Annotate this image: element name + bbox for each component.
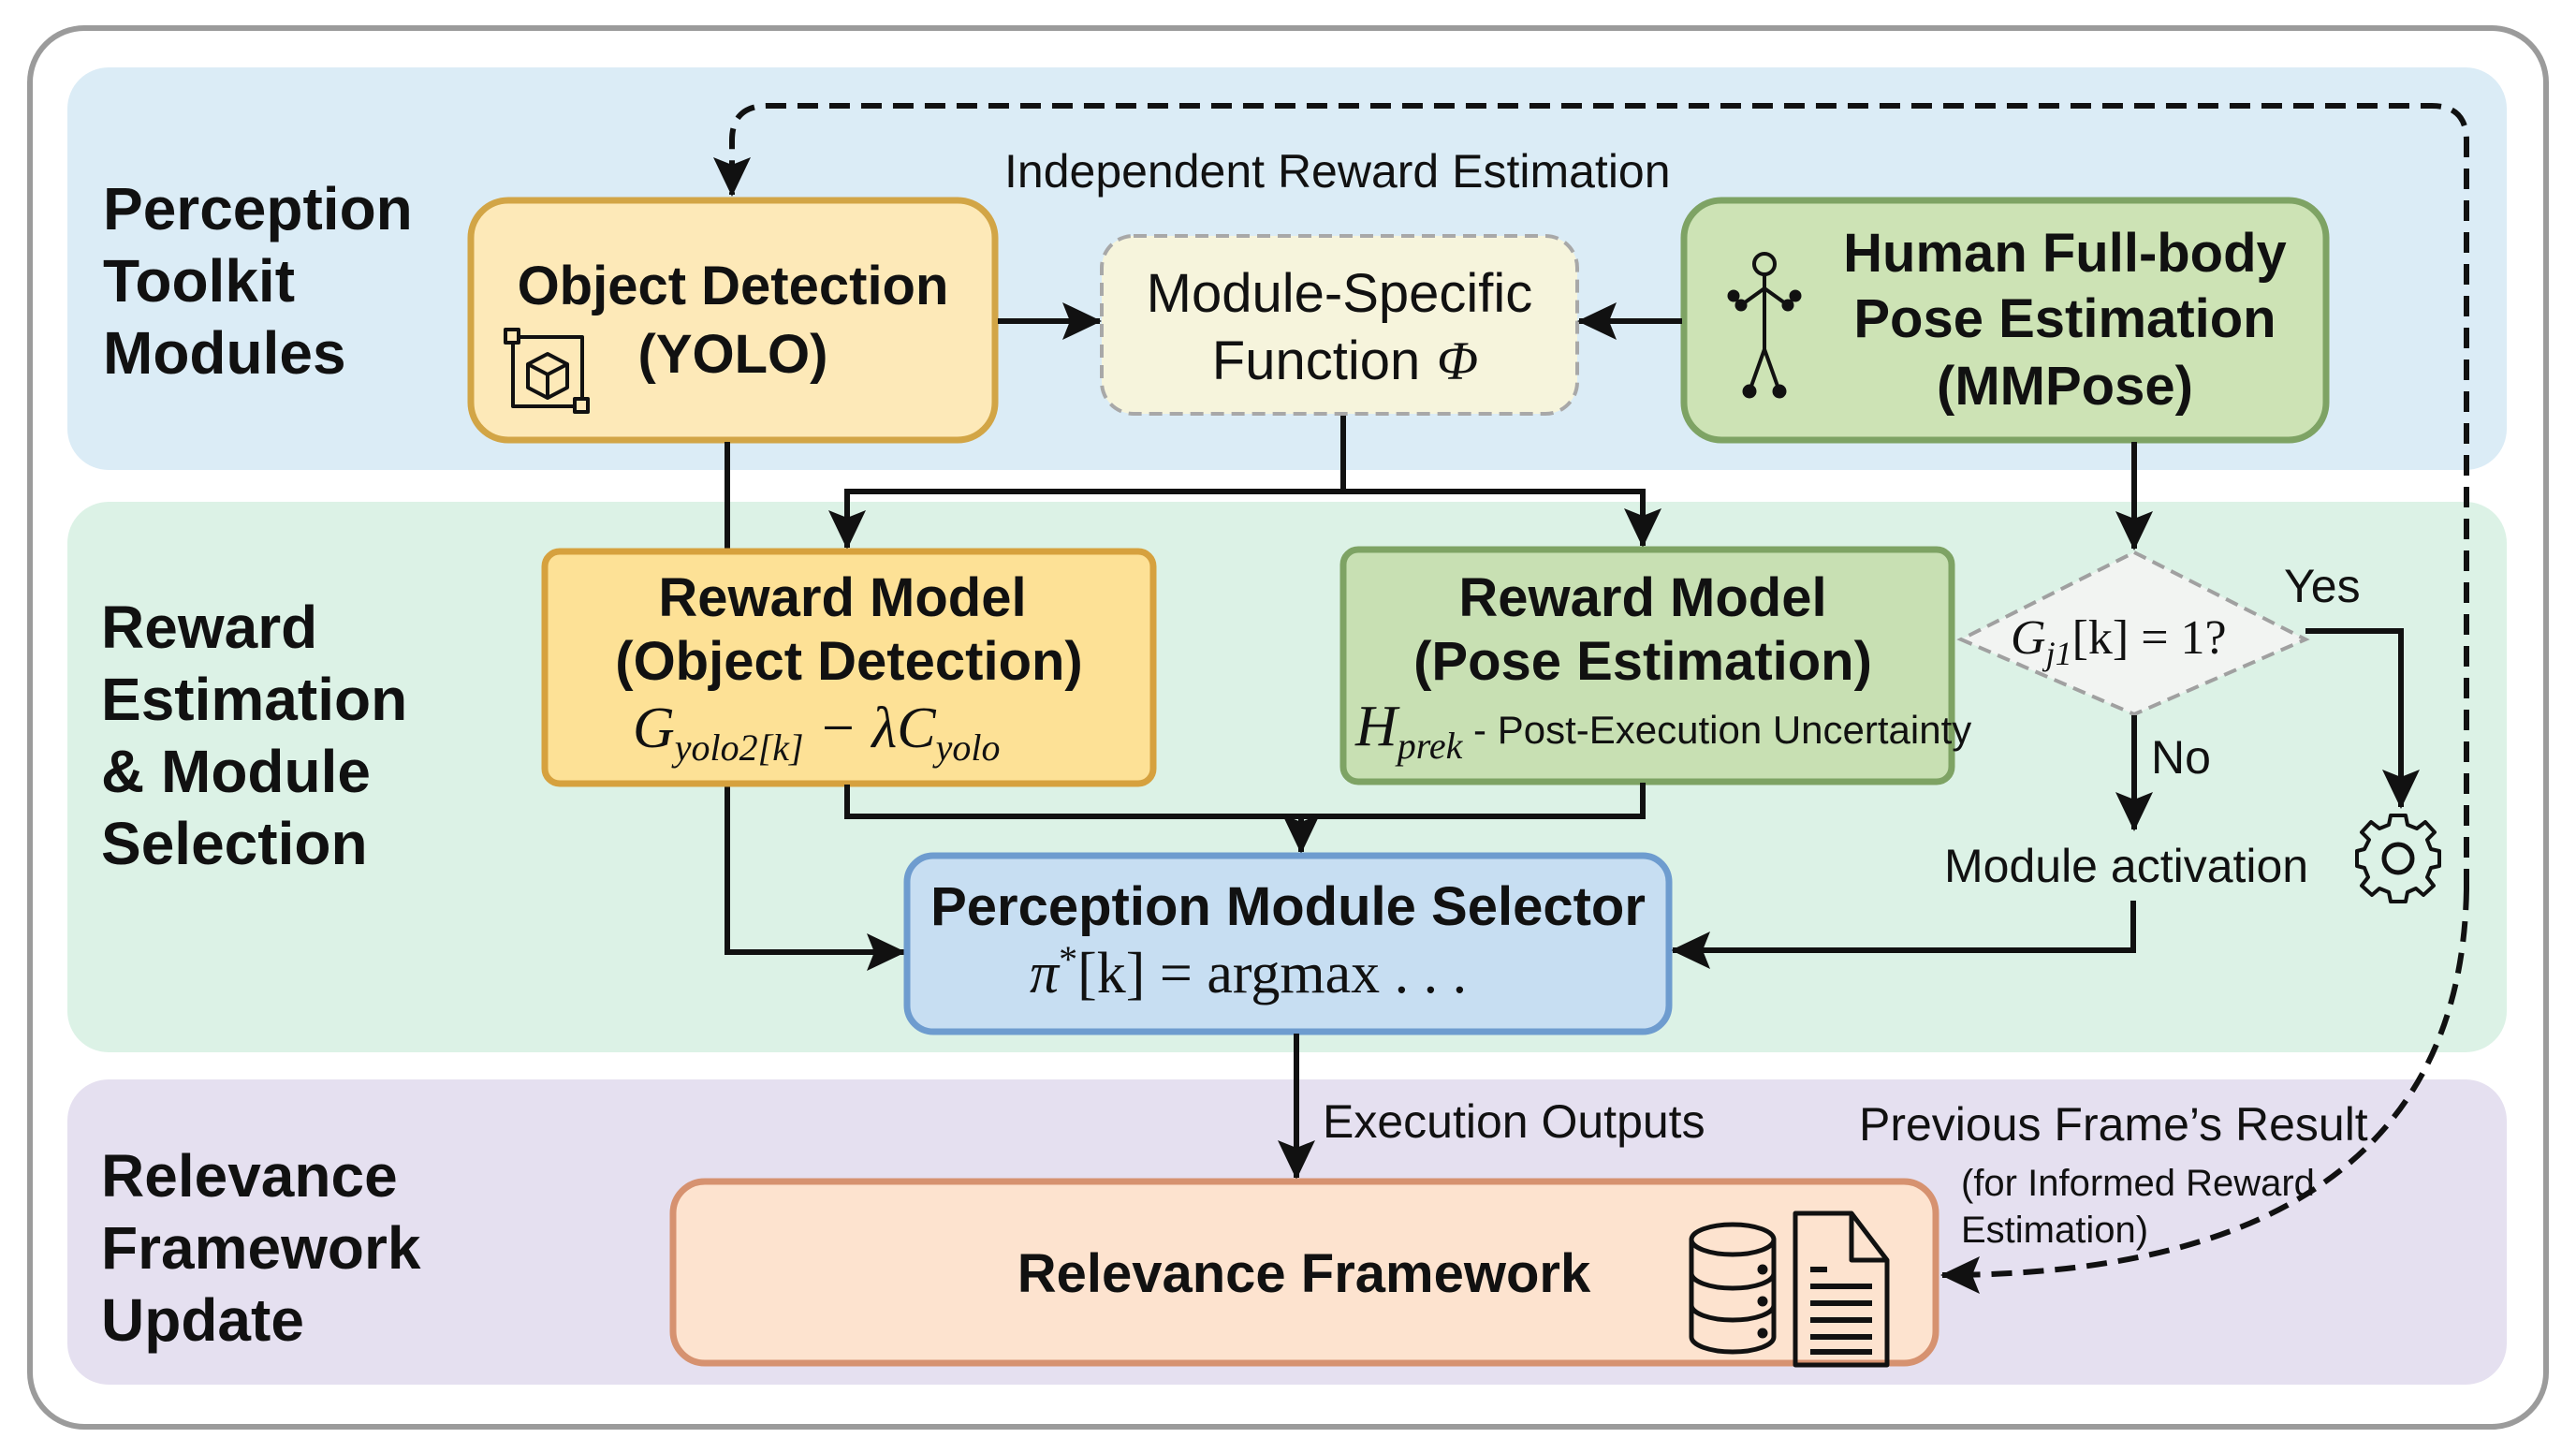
band-label-reward: Reward Estimation & Module Selection: [101, 594, 424, 877]
reward-od-title: Reward Model: [658, 567, 1026, 628]
module-activation-label: Module activation: [1944, 840, 2308, 892]
pose-line1: Human Full-body: [1843, 223, 2287, 284]
selector-title: Perception Module Selector: [930, 876, 1646, 937]
band-label-relevance: Relevance Framework Update: [101, 1142, 437, 1354]
relevance-title: Relevance Framework: [1017, 1243, 1591, 1304]
yes-label: Yes: [2284, 560, 2361, 612]
pose-line2: Pose Estimation: [1853, 288, 2276, 349]
node-module-specific-function[interactable]: Module-Specific Function Φ: [1100, 234, 1579, 416]
arrow-activation-to-selector: [1671, 901, 2136, 969]
connector-reward-merge: [844, 783, 1646, 819]
node-relevance-framework[interactable]: Relevance Framework: [669, 1178, 1939, 1368]
object-detection-subtitle: (YOLO): [638, 324, 828, 385]
node-perception-module-selector[interactable]: Perception Module Selector π*[k] = argma…: [903, 852, 1673, 1035]
reward-od-subtitle: (Object Detection): [615, 631, 1083, 692]
node-reward-model-od[interactable]: Reward Model (Object Detection) Gyolo2[k…: [541, 548, 1157, 787]
document-icon: [1793, 1211, 1890, 1368]
bounding-box-cube-icon: [504, 328, 590, 414]
module-specific-line2: Function: [1212, 330, 1420, 391]
feedback-dashed-bottom: [1940, 888, 2469, 1294]
no-label: No: [2151, 731, 2211, 784]
reward-od-formula: Gyolo2[k] − λCyolo: [633, 697, 1000, 769]
band-label-perception: Perception Toolkit Modules: [103, 175, 430, 387]
reward-pose-subtitle: (Pose Estimation): [1413, 631, 1872, 692]
reward-pose-title: Reward Model: [1458, 567, 1826, 628]
decision-condition: Gj1[k] = 1?: [2011, 611, 2227, 672]
database-icon: [1689, 1222, 1777, 1355]
node-object-detection[interactable]: Object Detection (YOLO): [467, 197, 999, 444]
object-detection-title: Object Detection: [518, 256, 949, 316]
informed-reward-line1: (for Informed Reward: [1961, 1163, 2315, 1204]
phi-symbol: Φ: [1437, 330, 1478, 391]
reward-pose-formula: Hprek - Post-Execution Uncertainty: [1354, 695, 1971, 767]
independent-reward-label: Independent Reward Estimation: [1004, 145, 1671, 198]
node-pose-estimation[interactable]: Human Full-body Pose Estimation (MMPose): [1680, 197, 2330, 444]
stick-figure-icon: [1727, 252, 1802, 399]
informed-reward-line2: Estimation): [1961, 1210, 2148, 1251]
pose-line3: (MMPose): [1937, 356, 2193, 417]
arrow-yes-to-gear: [2305, 628, 2420, 809]
feedback-dashed-top: [713, 103, 2469, 889]
module-specific-line1: Module-Specific: [1147, 263, 1533, 324]
decision-diamond[interactable]: Gj1[k] = 1?: [1956, 550, 2310, 717]
connector-msf-split: [847, 416, 1643, 494]
previous-frame-label: Previous Frame’s Result: [1859, 1098, 2368, 1151]
gear-icon: [2355, 814, 2441, 903]
selector-formula: π*[k] = argmax . . .: [1030, 938, 1467, 1005]
node-reward-model-pose[interactable]: Reward Model (Pose Estimation) Hprek - P…: [1339, 546, 1971, 785]
execution-outputs-label: Execution Outputs: [1323, 1095, 1705, 1148]
